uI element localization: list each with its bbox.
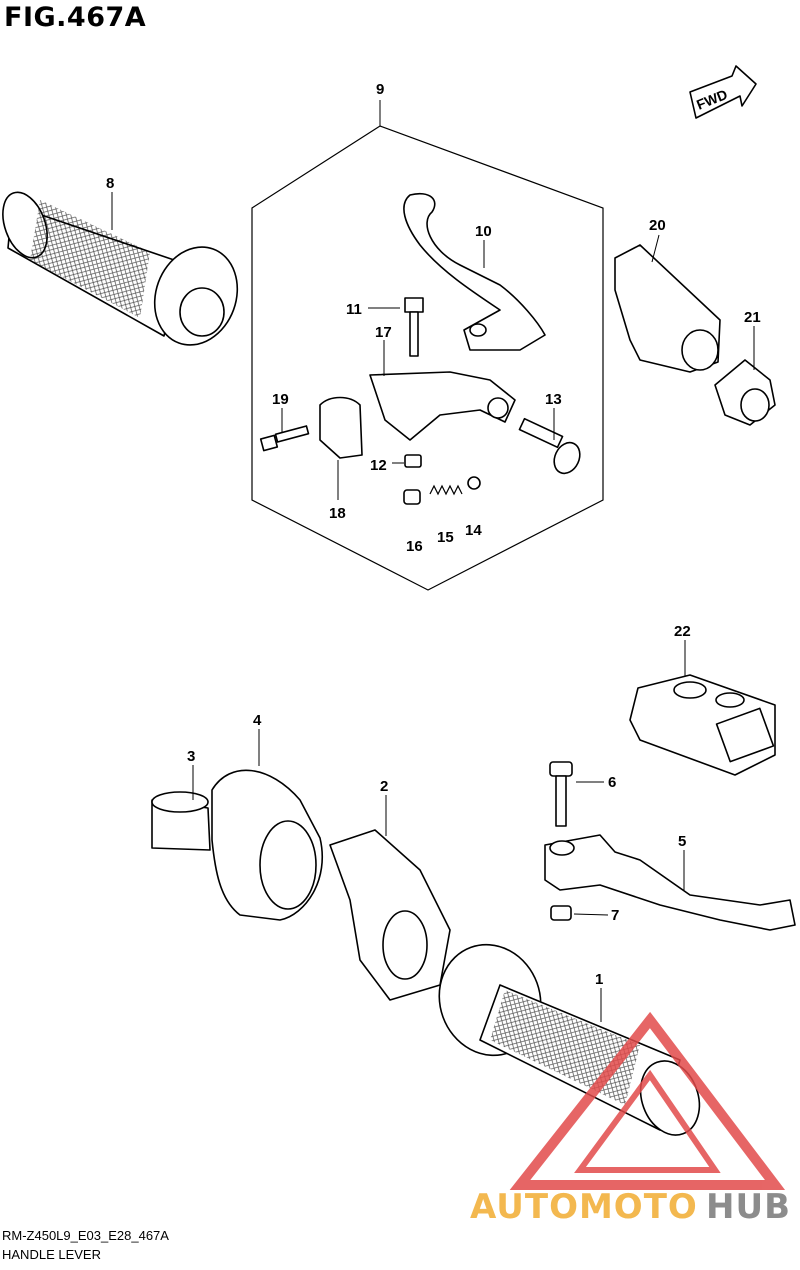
callout-14: 14 xyxy=(465,522,482,539)
callout-12: 12 xyxy=(370,457,387,474)
callout-10: 10 xyxy=(475,223,492,240)
watermark-brand-left: AUTOMOTO xyxy=(470,1187,698,1227)
callout-9: 9 xyxy=(376,81,384,98)
left-grip xyxy=(2,191,239,346)
callout-4: 4 xyxy=(253,712,262,729)
callout-13: 13 xyxy=(545,391,562,408)
figure-title: FIG.467A xyxy=(4,2,147,33)
cable-boot-20 xyxy=(614,244,721,373)
callout-19: 19 xyxy=(272,391,289,408)
collar-3 xyxy=(151,791,211,851)
callout-1: 1 xyxy=(595,971,603,988)
fwd-arrow-icon: FWD xyxy=(689,65,757,119)
watermark-brand-right: HUB xyxy=(706,1187,791,1227)
bolt-11 xyxy=(404,297,424,357)
leader-lines xyxy=(111,100,755,1022)
switch-cover-22 xyxy=(629,674,776,776)
throttle-cover-4 xyxy=(211,769,323,921)
brake-lever-5 xyxy=(544,834,796,931)
callout-18: 18 xyxy=(329,505,346,522)
callout-labels: 9 8 10 11 17 19 12 18 13 14 15 16 20 21 … xyxy=(106,81,761,988)
callout-5: 5 xyxy=(678,833,686,850)
cable-adjuster-21 xyxy=(714,359,776,426)
nut-7 xyxy=(550,905,572,921)
bolt-19 xyxy=(259,425,310,452)
assembly-outline xyxy=(251,125,604,591)
callout-2: 2 xyxy=(380,778,388,795)
figure-caption: HANDLE LEVER xyxy=(2,1247,101,1262)
callout-21: 21 xyxy=(744,309,761,326)
callout-11: 11 xyxy=(346,301,362,318)
throttle-body-2 xyxy=(329,829,451,1001)
callout-7: 7 xyxy=(611,907,619,924)
clutch-lever xyxy=(403,193,546,351)
pivot-bolt-6 xyxy=(549,761,573,827)
callout-22: 22 xyxy=(674,623,691,640)
callout-16: 16 xyxy=(406,538,423,555)
watermark-logo xyxy=(509,1011,786,1190)
callout-17: 17 xyxy=(375,324,392,341)
adjuster-13 xyxy=(518,417,581,475)
callout-6: 6 xyxy=(608,774,616,791)
lever-holder xyxy=(319,371,516,459)
callout-8: 8 xyxy=(106,175,114,192)
figure-code: RM-Z450L9_E03_E28_467A xyxy=(2,1228,169,1243)
callout-20: 20 xyxy=(649,217,666,234)
callout-15: 15 xyxy=(437,529,454,546)
nut-12 xyxy=(404,454,422,468)
callout-3: 3 xyxy=(187,748,195,765)
adjuster-set xyxy=(403,476,481,505)
